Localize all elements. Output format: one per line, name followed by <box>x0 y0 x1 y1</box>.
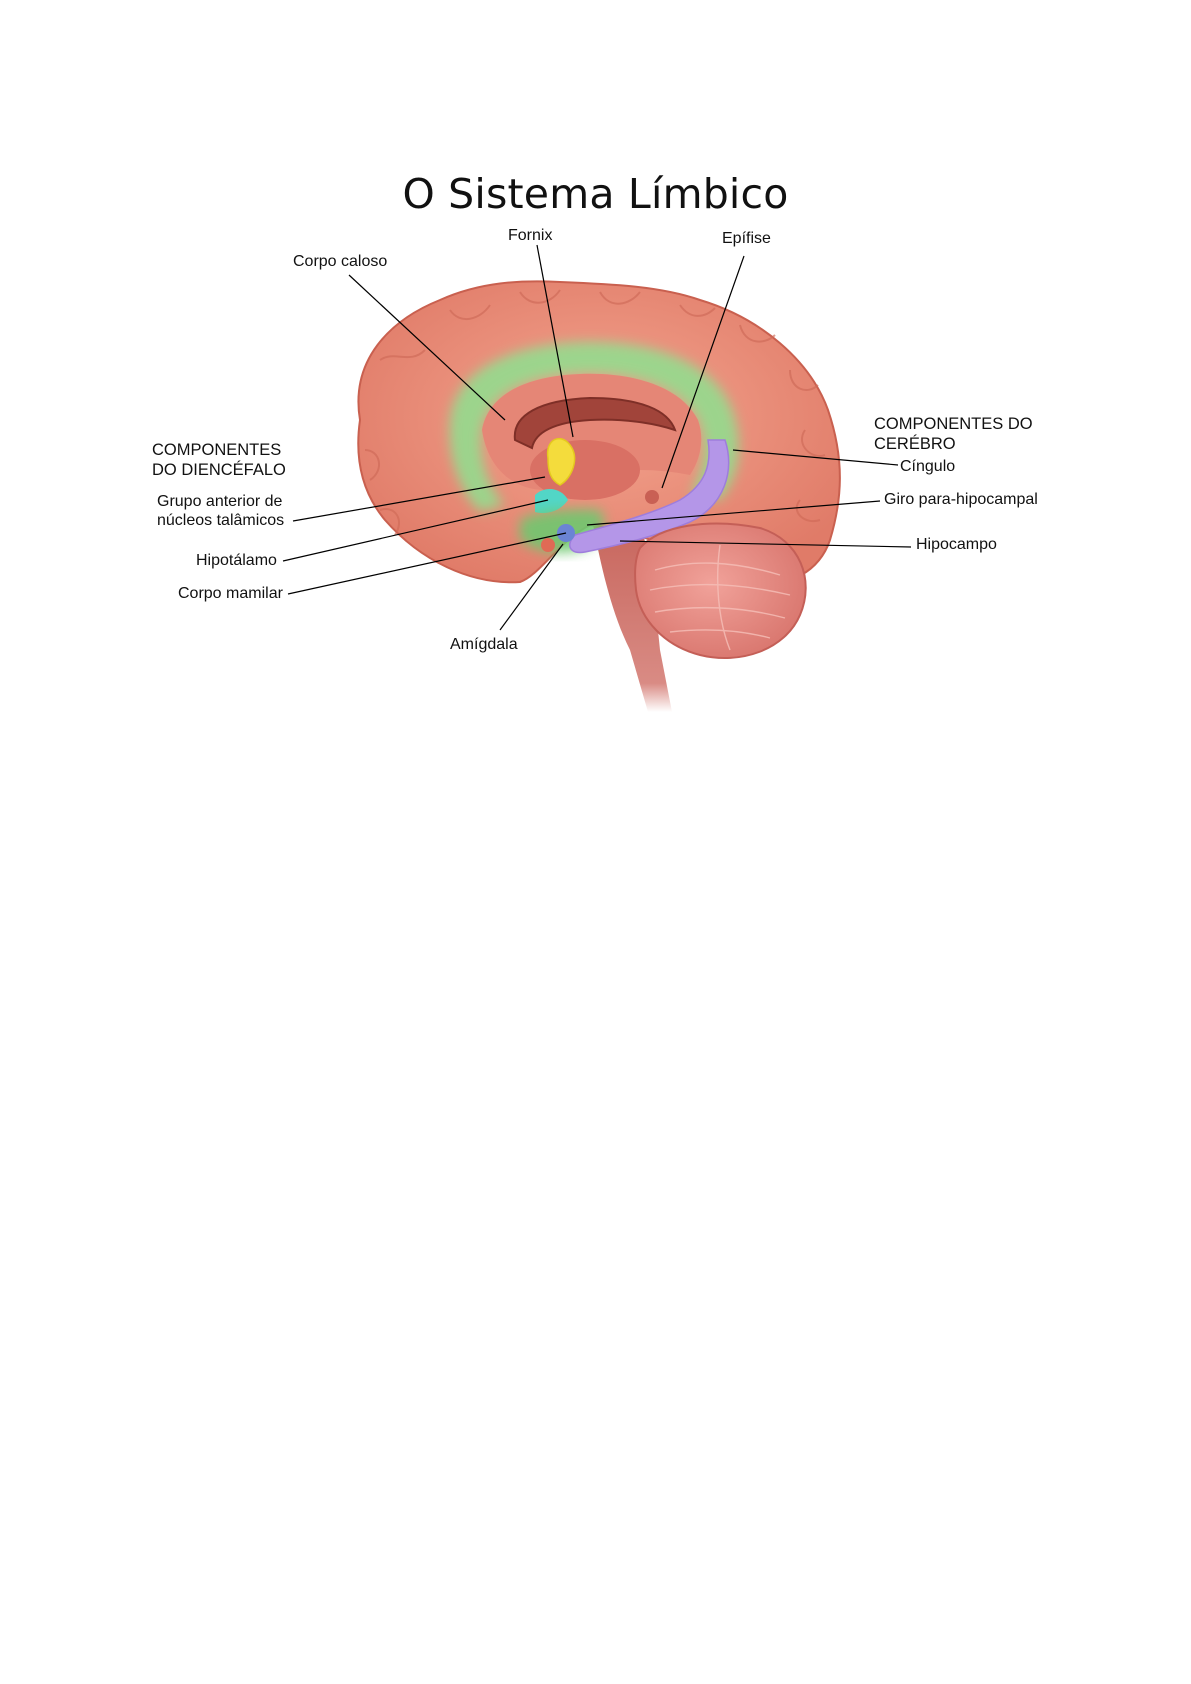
label-grupo-anterior-line-1: Grupo anterior de <box>157 492 284 511</box>
brain-heading-line-2: CERÉBRO <box>874 434 1033 454</box>
diencephalon-heading-line-2: DO DIENCÉFALO <box>152 460 286 480</box>
diencephalon-group-heading: COMPONENTES DO DIENCÉFALO <box>152 440 286 480</box>
brain-heading-line-1: COMPONENTES DO <box>874 414 1033 434</box>
diencephalon-heading-line-1: COMPONENTES <box>152 440 286 460</box>
label-corpo-mamilar: Corpo mamilar <box>178 584 283 603</box>
mammillary-body <box>541 538 555 552</box>
label-grupo-anterior: Grupo anterior de núcleos talâmicos <box>157 492 284 530</box>
label-fornix: Fornix <box>508 226 552 245</box>
label-epifise: Epífise <box>722 229 771 248</box>
label-cingulo: Cíngulo <box>900 457 955 476</box>
label-grupo-anterior-line-2: núcleos talâmicos <box>157 511 284 530</box>
label-corpo-caloso: Corpo caloso <box>293 252 387 271</box>
label-hipocampo: Hipocampo <box>916 535 997 554</box>
label-amigdala: Amígdala <box>450 635 518 654</box>
epiphysis <box>645 490 659 504</box>
brain-group-heading: COMPONENTES DO CERÉBRO <box>874 414 1033 454</box>
label-hipotalamo: Hipotálamo <box>196 551 277 570</box>
label-giro-para-hipocampal: Giro para-hipocampal <box>884 490 1038 509</box>
